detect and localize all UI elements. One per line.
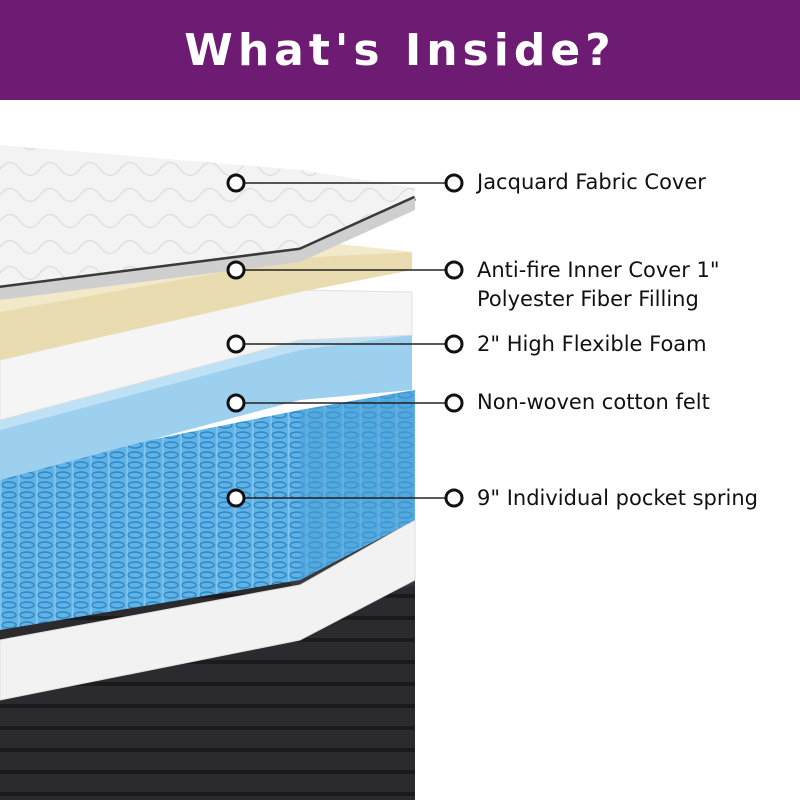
bottom-felt (0, 519, 416, 701)
label-anti-fire-line2: Polyester Fiber Filling (477, 287, 699, 311)
leader-spring (226, 488, 464, 508)
label-jacquard-cover: Jacquard Fabric Cover (477, 170, 706, 194)
leader-cover (226, 173, 464, 193)
header-banner: What's Inside? (0, 0, 800, 100)
page-title: What's Inside? (184, 24, 616, 76)
leader-foam (226, 334, 464, 354)
label-flexible-foam: 2" High Flexible Foam (477, 332, 707, 356)
leader-fiber (226, 260, 464, 280)
label-pocket-spring: 9" Individual pocket spring (477, 486, 758, 510)
foam-layer (0, 335, 412, 480)
cover-layer (0, 145, 417, 300)
label-anti-fire-line1: Anti-fire Inner Cover 1" (477, 258, 720, 282)
label-cotton-felt: Non-woven cotton felt (477, 390, 710, 414)
leader-felt (226, 393, 464, 413)
